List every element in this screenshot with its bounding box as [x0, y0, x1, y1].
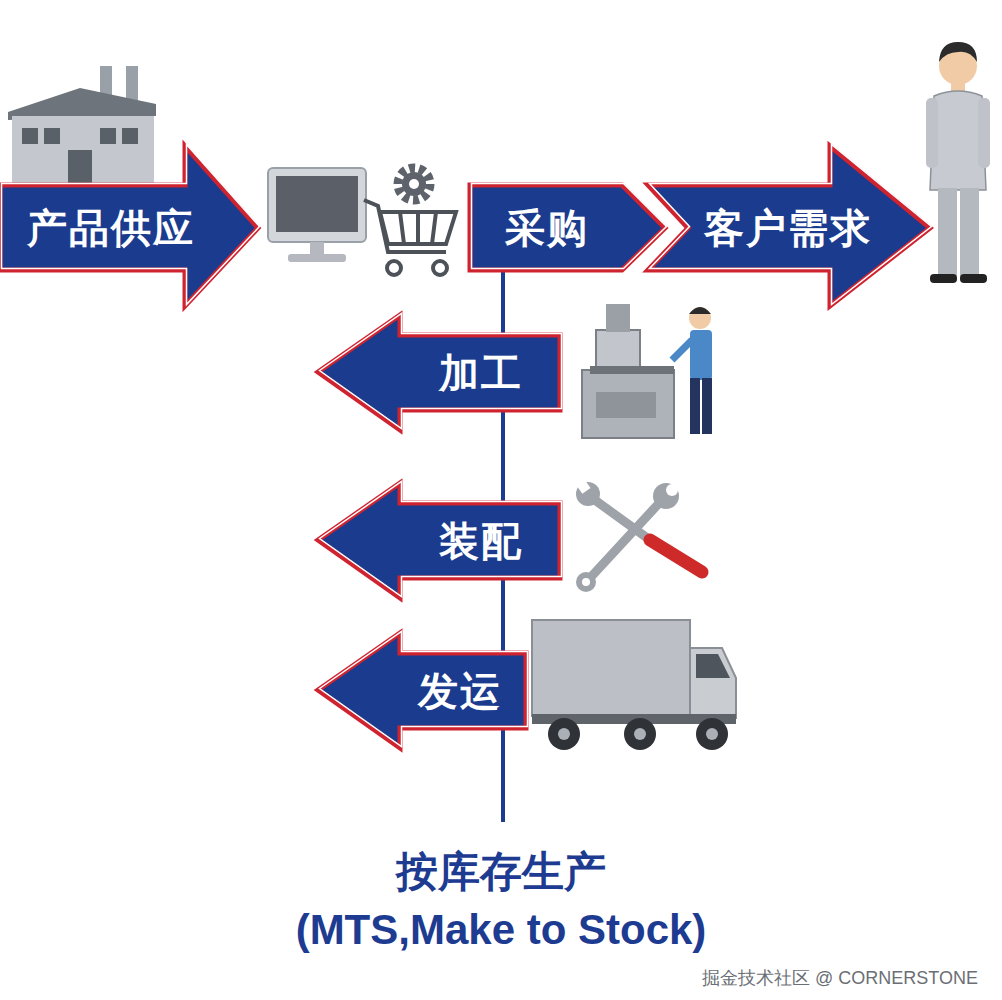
arrow-outline	[318, 633, 526, 748]
arrow-text-area: 加工	[404, 335, 558, 410]
arrow-node: 发运	[318, 633, 526, 748]
arrow-label: 采购	[505, 206, 589, 250]
arrow-outline	[318, 315, 560, 430]
machine-icon	[582, 304, 674, 438]
arrow-highlight	[320, 632, 528, 747]
arrow-text-area: 装配	[404, 503, 558, 578]
arrow-outline	[318, 483, 560, 598]
arrow-text-area: 产品供应	[12, 185, 210, 270]
title-line: (MTS,Make to Stock)	[0, 901, 1002, 959]
gear-icon	[398, 168, 430, 200]
arrow-label: 装配	[439, 519, 523, 563]
computer-icon	[268, 168, 366, 262]
truck-icon	[532, 620, 736, 750]
arrow-node: 加工	[318, 315, 560, 430]
title-line: 按库存生产	[0, 843, 1002, 901]
worker-figure	[672, 307, 712, 434]
diagram-title: 按库存生产 (MTS,Make to Stock)	[0, 843, 1002, 959]
arrow-label: 加工	[439, 351, 523, 395]
wrench-icon	[575, 478, 702, 592]
watermark: 掘金技术社区 @ CORNERSTONE	[702, 966, 978, 990]
arrow-node: 装配	[318, 483, 560, 598]
arrow-text-area: 采购	[474, 185, 620, 270]
customer-figure	[926, 42, 990, 283]
arrow-text-area: 客户需求	[690, 185, 886, 270]
arrow-node: 采购	[470, 185, 665, 270]
arrow-label: 产品供应	[27, 206, 195, 250]
factory-icon	[8, 66, 156, 186]
arrow-label: 发运	[418, 669, 502, 713]
arrow-highlight	[650, 145, 932, 305]
arrow-highlight	[320, 482, 562, 597]
cart-icon	[364, 200, 456, 275]
arrow-node: 产品供应	[0, 146, 258, 306]
arrow-label: 客户需求	[704, 206, 872, 250]
arrow-text-area: 发运	[396, 653, 524, 728]
arrow-highlight	[320, 314, 562, 429]
arrow-highlight	[2, 145, 260, 305]
label-layer: 掘金技术社区 @ CORNERSTONE	[702, 966, 978, 990]
arrow-outline	[0, 146, 258, 306]
arrow-outline	[648, 146, 930, 306]
arrow-node: 客户需求	[648, 146, 930, 306]
arrow-highlight	[472, 184, 667, 269]
